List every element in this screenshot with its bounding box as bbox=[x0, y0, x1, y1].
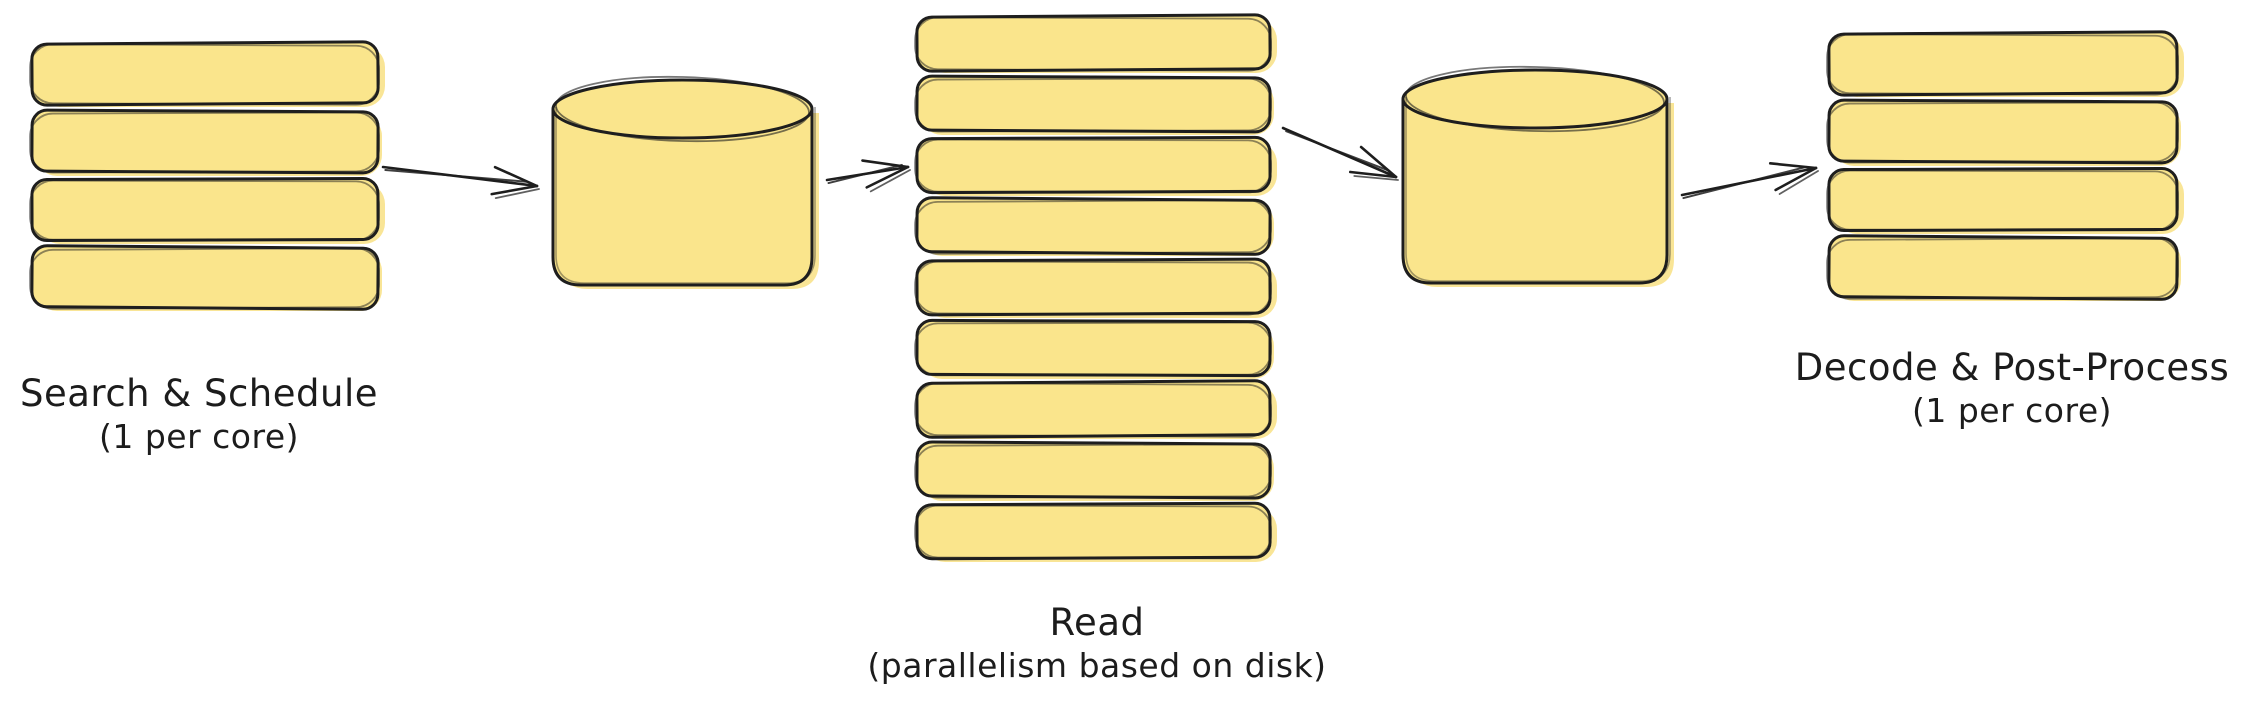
arrow-line bbox=[1768, 162, 1818, 170]
label-line-1: Search & Schedule bbox=[19, 372, 379, 415]
stack-row bbox=[1827, 30, 2179, 97]
arrow-line bbox=[1348, 170, 1398, 179]
stack-read bbox=[914, 13, 1277, 562]
stack-row-outline bbox=[914, 77, 1272, 133]
label-line-1: Decode & Post-Process bbox=[1794, 346, 2230, 389]
cylinder-body bbox=[1401, 99, 1669, 285]
stack-row-outline bbox=[914, 321, 1272, 377]
stack-row bbox=[915, 135, 1272, 195]
arrow-line bbox=[1774, 166, 1818, 192]
cylinder-body-fill bbox=[1403, 99, 1667, 283]
stack-row-outline bbox=[29, 247, 380, 310]
stack-row-outline bbox=[914, 260, 1272, 316]
arrow-line bbox=[1359, 145, 1398, 179]
stack-row bbox=[915, 501, 1272, 561]
stack-row-outline bbox=[1826, 101, 2179, 164]
stack-row bbox=[1827, 166, 2179, 233]
stack-row bbox=[915, 257, 1272, 317]
stack-row-outline bbox=[914, 199, 1272, 255]
stack-row bbox=[30, 176, 380, 243]
stack-row-outline bbox=[1826, 237, 2179, 300]
arrow-line bbox=[827, 163, 903, 185]
arrow-line bbox=[865, 165, 910, 189]
arrow-line bbox=[490, 184, 539, 196]
arrow-line bbox=[869, 169, 911, 193]
arrow-search-schedule-to-merge-1 bbox=[381, 165, 540, 200]
stack-row-outline bbox=[914, 138, 1272, 194]
arrow-line bbox=[861, 159, 910, 169]
label-line-2: (1 per core) bbox=[98, 416, 300, 456]
stack-row bbox=[915, 74, 1272, 134]
label-read: Read (parallelism based on disk) bbox=[867, 601, 1326, 688]
arrow-line bbox=[1682, 165, 1808, 200]
stack-row bbox=[30, 244, 380, 311]
stack-row bbox=[915, 379, 1272, 439]
cylinder-top-outline bbox=[555, 75, 810, 143]
arrow-merge-2-to-decode-post-process bbox=[1680, 162, 1819, 200]
stack-row bbox=[915, 440, 1272, 500]
cylinder-merge-1 bbox=[551, 75, 819, 289]
stack-row-outline bbox=[29, 43, 380, 106]
arrow-line bbox=[1353, 175, 1399, 181]
stack-row bbox=[30, 40, 380, 107]
stack-row-outline bbox=[1826, 169, 2179, 232]
stack-row-outline bbox=[1826, 33, 2179, 96]
cylinder-merge-2 bbox=[1401, 65, 1674, 287]
stack-row-outline bbox=[914, 504, 1272, 560]
stack-row-outline bbox=[914, 443, 1272, 499]
label-line-2: (parallelism based on disk) bbox=[867, 645, 1327, 685]
arrow-line bbox=[384, 169, 528, 183]
label-line-2: (1 per core) bbox=[1911, 390, 2113, 430]
label-decode-post-process: Decode & Post-Process (1 per core) bbox=[1795, 346, 2229, 433]
arrow-merge-1-to-read bbox=[825, 159, 911, 193]
stack-row bbox=[915, 318, 1272, 378]
arrow-read-to-merge-2 bbox=[1281, 126, 1399, 181]
stack-row-outline bbox=[914, 16, 1272, 72]
arrow-line bbox=[1778, 170, 1819, 195]
stack-row bbox=[915, 13, 1272, 73]
stack-row-outline bbox=[29, 111, 380, 174]
stack-row-outline bbox=[29, 179, 380, 242]
stack-row-outline bbox=[914, 382, 1272, 438]
stack-decode-post-process bbox=[1826, 30, 2184, 301]
cylinder-body-outline bbox=[1405, 97, 1671, 282]
stack-search-schedule bbox=[29, 40, 385, 311]
stack-row bbox=[1827, 98, 2179, 165]
cylinder-body bbox=[551, 109, 814, 287]
label-line-1: Read bbox=[1049, 601, 1145, 644]
stack-row bbox=[30, 108, 380, 175]
arrow-line bbox=[493, 165, 539, 188]
cylinder-top-outline bbox=[1405, 65, 1665, 133]
arrow-line bbox=[1285, 130, 1391, 172]
cylinder-body-outline bbox=[555, 107, 816, 284]
label-search-schedule: Search & Schedule (1 per core) bbox=[20, 372, 378, 459]
cylinder-body-fill bbox=[553, 109, 812, 285]
stack-row bbox=[1827, 234, 2179, 301]
stack-row bbox=[915, 196, 1272, 256]
arrow-line bbox=[494, 188, 540, 200]
